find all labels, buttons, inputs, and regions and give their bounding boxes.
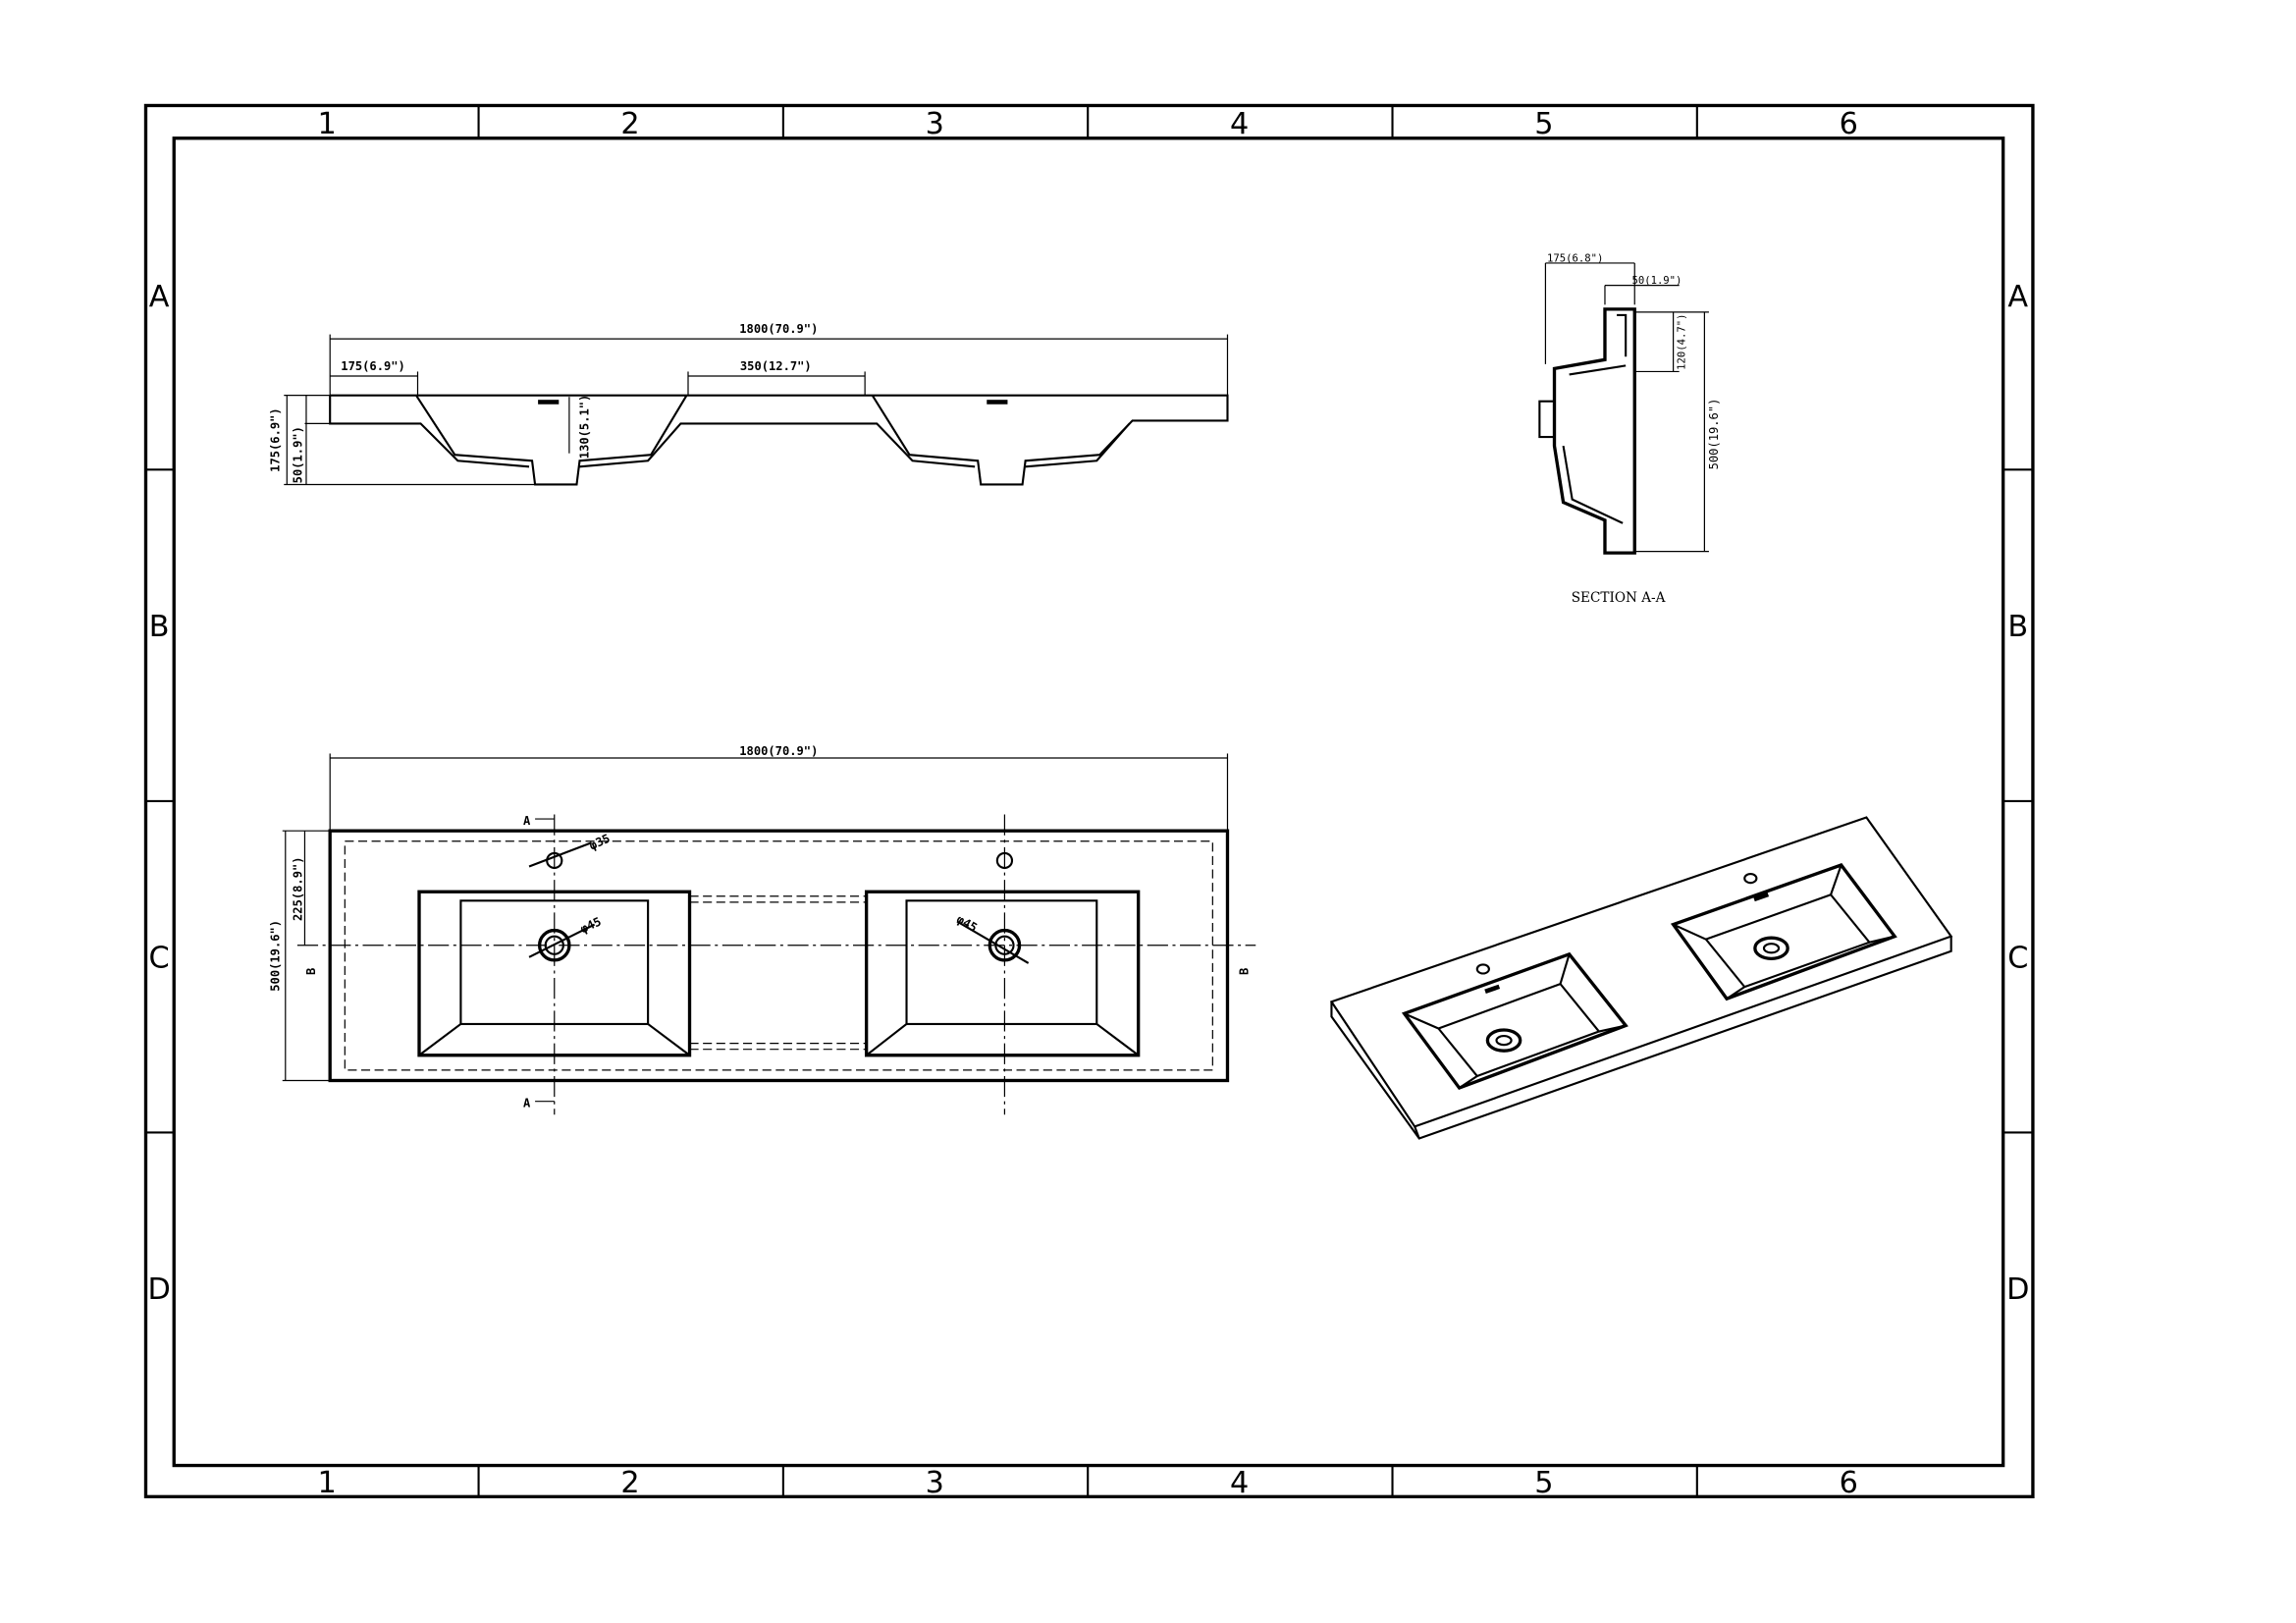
row-label-b: B bbox=[149, 610, 170, 644]
dim-section-rim: 50(1.9") bbox=[1631, 275, 1682, 287]
column-label-2-bottom: 2 bbox=[620, 1466, 639, 1500]
iso-drain-right bbox=[1753, 936, 1789, 961]
dim-drain-left: φ45 bbox=[578, 914, 604, 936]
column-label-2: 2 bbox=[620, 107, 639, 141]
overflow-slot-right bbox=[987, 400, 1008, 405]
dim-plan-overall-width: 1800(70.9") bbox=[739, 744, 818, 758]
isometric-view bbox=[1329, 816, 1953, 1140]
section-a-a: SECTION A-A 175(6.8") 50(1.9") 120(4.7")… bbox=[1538, 252, 1721, 606]
row-label-c-right: C bbox=[2007, 941, 2028, 975]
dim-section-depth-top: 175(6.8") bbox=[1547, 252, 1603, 264]
column-label-3: 3 bbox=[926, 107, 944, 141]
row-label-a-right: A bbox=[2007, 280, 2028, 314]
front-view: 1800(70.9") 175(6.9") 350(12.7") 175(6.9… bbox=[269, 322, 1229, 486]
dim-overall-width: 1800(70.9") bbox=[739, 322, 818, 336]
dim-section-overall-depth: 500(19.6") bbox=[1707, 399, 1721, 470]
section-caption: SECTION A-A bbox=[1572, 590, 1666, 606]
column-label-5-bottom: 5 bbox=[1534, 1466, 1553, 1500]
column-label-4-bottom: 4 bbox=[1230, 1466, 1249, 1500]
row-label-d-right: D bbox=[2006, 1272, 2029, 1307]
row-label-d: D bbox=[147, 1272, 170, 1307]
drain-right bbox=[988, 928, 1022, 962]
dim-overall-height: 175(6.9") bbox=[269, 407, 283, 472]
view-marker-left: B bbox=[304, 968, 318, 975]
drawing-frame: 1 2 3 4 5 6 1 2 3 4 5 6 A B C D A B C D bbox=[143, 103, 2035, 1500]
iso-drain-left bbox=[1485, 1028, 1522, 1053]
dim-bowl-depth: 130(5.1") bbox=[578, 395, 592, 460]
column-label-1: 1 bbox=[318, 107, 337, 141]
column-label-6: 6 bbox=[1840, 107, 1858, 141]
dim-section-backsplash: 120(4.7") bbox=[1677, 313, 1688, 369]
section-marker-bottom: A bbox=[523, 1097, 531, 1110]
row-label-b-right: B bbox=[2007, 610, 2028, 644]
column-label-4: 4 bbox=[1230, 107, 1249, 141]
drain-left bbox=[537, 928, 571, 962]
view-marker-right: B bbox=[1238, 968, 1252, 975]
tap-hole-right bbox=[995, 851, 1014, 870]
row-label-c: C bbox=[149, 941, 170, 975]
dim-tap-hole: φ35 bbox=[587, 832, 613, 853]
dim-deck-thickness: 50(1.9") bbox=[291, 426, 304, 483]
column-label-1-bottom: 1 bbox=[318, 1466, 337, 1500]
column-label-6-bottom: 6 bbox=[1840, 1466, 1858, 1500]
dim-drain-offset: 225(8.9") bbox=[291, 856, 304, 921]
plan-view: φ35 φ45 φ45 1800(70.9") 500(19.6") 225(8… bbox=[269, 744, 1256, 1115]
column-label-5: 5 bbox=[1534, 107, 1553, 141]
column-label-3-bottom: 3 bbox=[926, 1466, 944, 1500]
overflow-slot-left bbox=[538, 400, 560, 405]
row-label-a: A bbox=[149, 280, 170, 314]
dim-center-deck: 350(12.7") bbox=[740, 359, 812, 373]
section-marker-top: A bbox=[523, 814, 531, 828]
dim-left-deck: 175(6.9") bbox=[341, 359, 405, 373]
dim-plan-overall-depth: 500(19.6") bbox=[269, 920, 283, 992]
